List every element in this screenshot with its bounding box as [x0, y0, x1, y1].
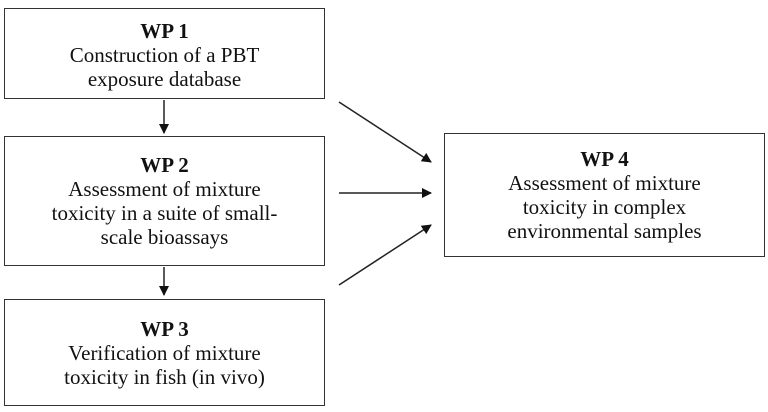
wp2-box: WP 2 Assessment of mixture toxicity in a…: [4, 136, 325, 266]
arrow-wp1-to-wp4: [338, 101, 432, 163]
arrow-wp3-to-wp4: [338, 224, 432, 286]
wp1-title: WP 1: [140, 18, 189, 43]
wp2-line-1: Assessment of mixture: [68, 177, 261, 201]
wp1-line-2: exposure database: [87, 66, 242, 91]
wp1-line-1: Construction of a PBT: [69, 42, 260, 67]
wp3-box: WP 3 Verification of mixture toxicity in…: [4, 299, 325, 406]
wp4-title: WP 4: [580, 147, 629, 171]
wp4-line-2: toxicity in complex: [522, 195, 687, 219]
wp2-line-2: toxicity in a suite of small-: [51, 201, 278, 225]
wp4-box: WP 4 Assessment of mixture toxicity in c…: [444, 133, 765, 257]
wp4-line-3: environmental samples: [507, 219, 702, 243]
wp2-title: WP 2: [140, 153, 189, 177]
wp3-line-2: toxicity in fish (in vivo): [64, 364, 265, 389]
wp3-line-1: Verification of mixture: [68, 340, 261, 365]
wp2-line-3: scale bioassays: [100, 225, 229, 249]
wp1-box: WP 1 Construction of a PBT exposure data…: [4, 8, 325, 99]
wp3-title: WP 3: [140, 316, 189, 341]
wp4-line-1: Assessment of mixture: [508, 171, 701, 195]
